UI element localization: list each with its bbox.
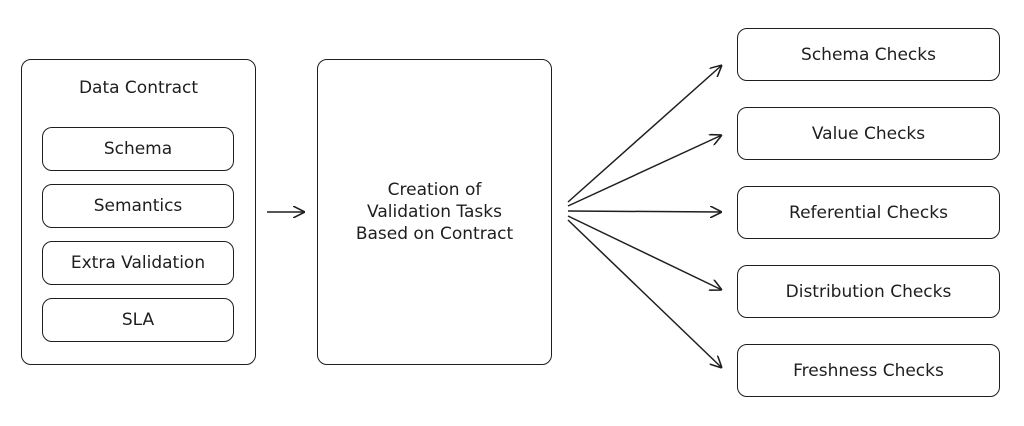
contract-item-schema: Schema — [42, 127, 234, 171]
item-label: Schema — [103, 139, 173, 159]
check-label: Schema Checks — [801, 44, 936, 65]
check-schema: Schema Checks — [737, 28, 1000, 81]
contract-item-semantics: Semantics — [42, 184, 234, 228]
check-label: Referential Checks — [789, 202, 948, 223]
item-label: Semantics — [93, 196, 183, 216]
check-freshness: Freshness Checks — [737, 344, 1000, 397]
validation-task-box: Creation of Validation Tasks Based on Co… — [317, 59, 552, 365]
check-label: Value Checks — [811, 123, 926, 144]
contract-item-extra-validation: Extra Validation — [42, 241, 234, 285]
check-label: Freshness Checks — [793, 360, 944, 381]
center-label: Creation of Validation Tasks Based on Co… — [355, 180, 514, 244]
arrow-freshness — [567, 219, 722, 368]
arrow-referential — [567, 211, 722, 212]
arrow-value — [567, 135, 722, 207]
data-contract-title: Data Contract — [78, 78, 199, 98]
arrow-distribution — [567, 215, 722, 290]
check-distribution: Distribution Checks — [737, 265, 1000, 318]
check-referential: Referential Checks — [737, 186, 1000, 239]
check-label: Distribution Checks — [785, 281, 952, 302]
arrow-schema — [567, 65, 722, 203]
item-label: SLA — [121, 310, 155, 330]
data-contract-box: Data Contract — [21, 59, 256, 365]
check-value: Value Checks — [737, 107, 1000, 160]
contract-item-sla: SLA — [42, 298, 234, 342]
item-label: Extra Validation — [70, 253, 206, 273]
